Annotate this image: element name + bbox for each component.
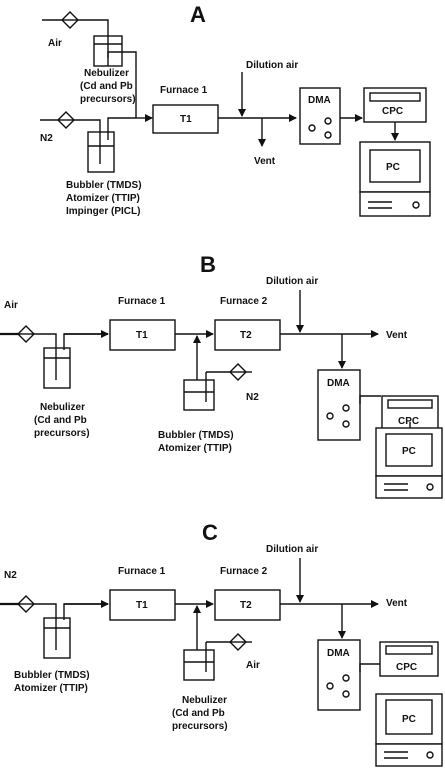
panel-c-dma-to-cpc: [359, 663, 381, 672]
panel-b-bubbler-label-1: Bubbler (TMDS): [158, 430, 234, 441]
panel-a-furnace1: [152, 104, 219, 134]
panel-a-n2-label: N2: [40, 133, 53, 144]
panel-b-furnace1-label: Furnace 1: [118, 296, 166, 307]
panel-a-bubbler-label-2: Atomizer (TTIP): [66, 193, 140, 204]
panel-a-cpc-display: [369, 92, 421, 102]
panel-b-t2-label: T2: [240, 330, 252, 341]
panel-c-bubbler-icon: [43, 617, 71, 659]
panel-b-bubbler-icon: [183, 372, 215, 411]
panel-c-letter: C: [202, 520, 218, 545]
panel-c-dma-label: DMA: [327, 648, 350, 659]
panel-c-air-label: Air: [246, 660, 260, 671]
panel-a-pc-icon: [359, 141, 431, 217]
panel-c-nebulizer-label-1: Nebulizer: [182, 695, 227, 706]
panel-a-air-label: Air: [48, 38, 62, 49]
panel-c-cpc-label: CPC: [396, 662, 417, 673]
panel-b-air-to-nebulizer: [34, 333, 57, 348]
panel-c-air-filter-icon: [229, 633, 247, 651]
panel-b-dma-box: [317, 369, 361, 441]
panel-c: C N2 Bubbler (TMDS) Atomizer (TTIP) Furn…: [0, 520, 443, 767]
panel-c-dma-box: [317, 639, 361, 711]
panel-c-t2-label: T2: [240, 600, 252, 611]
panel-a-nebulizer-outlet: [107, 51, 137, 118]
panel-b-pc-label: PC: [402, 446, 416, 457]
panel-c-furnace2-label: Furnace 2: [220, 566, 268, 577]
panel-a-t1-label: T1: [180, 114, 192, 125]
panel-c-dma-circles-icon: [326, 674, 350, 698]
panel-c-furnace1-label: Furnace 1: [118, 566, 166, 577]
panel-a-nebulizer-label-3: precursors): [80, 94, 136, 105]
panel-c-bubbler-label-2: Atomizer (TTIP): [14, 683, 88, 694]
panel-b-vent-label: Vent: [386, 330, 408, 341]
panel-a-nebulizer-label-1: Nebulizer: [84, 68, 129, 79]
panel-b-cpc-display: [387, 399, 433, 409]
panel-b-nebulizer-label-3: precursors): [34, 428, 90, 439]
panel-a-dma-box: [299, 87, 341, 145]
panel-b-bubbler-label-2: Atomizer (TTIP): [158, 443, 232, 454]
panel-b-furnace1: [109, 319, 176, 351]
panel-a-dma-label: DMA: [308, 95, 331, 106]
panel-b-dma-to-cpc: [359, 395, 381, 404]
panel-c-vent-label: Vent: [386, 598, 408, 609]
panel-c-cpc-box: [379, 641, 439, 677]
panel-c-pc-icon: [375, 693, 443, 767]
panel-b-cpc-label: CPC: [398, 416, 419, 427]
panel-b-nebulizer-label-2: (Cd and Pb: [34, 415, 87, 426]
panel-a-dma-circles-icon: [308, 117, 332, 139]
panel-c-nebulizer-label-3: precursors): [172, 721, 228, 732]
panel-a-dilution-label: Dilution air: [246, 60, 298, 71]
panel-c-nebulizer-icon: [183, 642, 215, 681]
panel-b-dma-circles-icon: [326, 404, 350, 428]
panel-a-vent-label: Vent: [254, 156, 276, 167]
panel-a-bubbler-icon: [87, 131, 115, 173]
panel-c-pc-label: PC: [402, 714, 416, 725]
panel-a-pc-label: PC: [386, 162, 400, 173]
panel-c-n2-to-bubbler: [34, 603, 57, 618]
panel-b-n2-label: N2: [246, 392, 259, 403]
panel-c-n2-filter-icon: [17, 595, 35, 613]
panel-b-furnace2-label: Furnace 2: [220, 296, 268, 307]
panel-c-cpc-display: [385, 645, 433, 655]
panel-b-air-filter-icon: [17, 325, 35, 343]
panel-b-pc-icon: [375, 427, 443, 499]
panel-c-furnace1: [109, 589, 176, 621]
panel-b-furnace2: [214, 319, 281, 351]
panel-b-letter: B: [200, 252, 216, 277]
panel-a-bubbler-label-3: Impinger (PICL): [66, 206, 140, 217]
panel-b-t1-label: T1: [136, 330, 148, 341]
panel-c-furnace2: [214, 589, 281, 621]
panel-b-dma-label: DMA: [327, 378, 350, 389]
panel-a: A Air Nebulizer (Cd and Pb precursors) N…: [40, 2, 431, 217]
panel-b-air-label: Air: [4, 300, 18, 311]
panel-b-nebulizer-label-1: Nebulizer: [40, 402, 85, 413]
panel-c-bubbler-label-1: Bubbler (TMDS): [14, 670, 90, 681]
panel-a-air-to-nebulizer: [78, 19, 109, 36]
panel-c-nebulizer-label-2: (Cd and Pb: [172, 708, 225, 719]
panel-a-n2-filter-icon: [57, 111, 75, 129]
panel-c-n2-label: N2: [4, 570, 17, 581]
panel-b: B Air Nebulizer (Cd and Pb precursors) F…: [0, 252, 443, 499]
panel-a-nebulizer-label-2: (Cd and Pb: [80, 81, 133, 92]
panel-a-cpc-label: CPC: [382, 106, 403, 117]
panel-b-nebulizer-icon: [43, 347, 71, 389]
panel-a-furnace1-label: Furnace 1: [160, 85, 208, 96]
panel-b-dilution-label: Dilution air: [266, 276, 318, 287]
panel-a-letter: A: [190, 2, 206, 27]
panel-c-dilution-label: Dilution air: [266, 544, 318, 555]
panel-b-n2-filter-icon: [229, 363, 247, 381]
panel-a-n2-to-bubbler: [74, 119, 101, 132]
panel-a-bubbler-label-1: Bubbler (TMDS): [66, 180, 142, 191]
panel-c-t1-label: T1: [136, 600, 148, 611]
panel-a-bubbler-outlet: [107, 117, 136, 140]
panel-a-air-filter-icon: [61, 11, 79, 29]
